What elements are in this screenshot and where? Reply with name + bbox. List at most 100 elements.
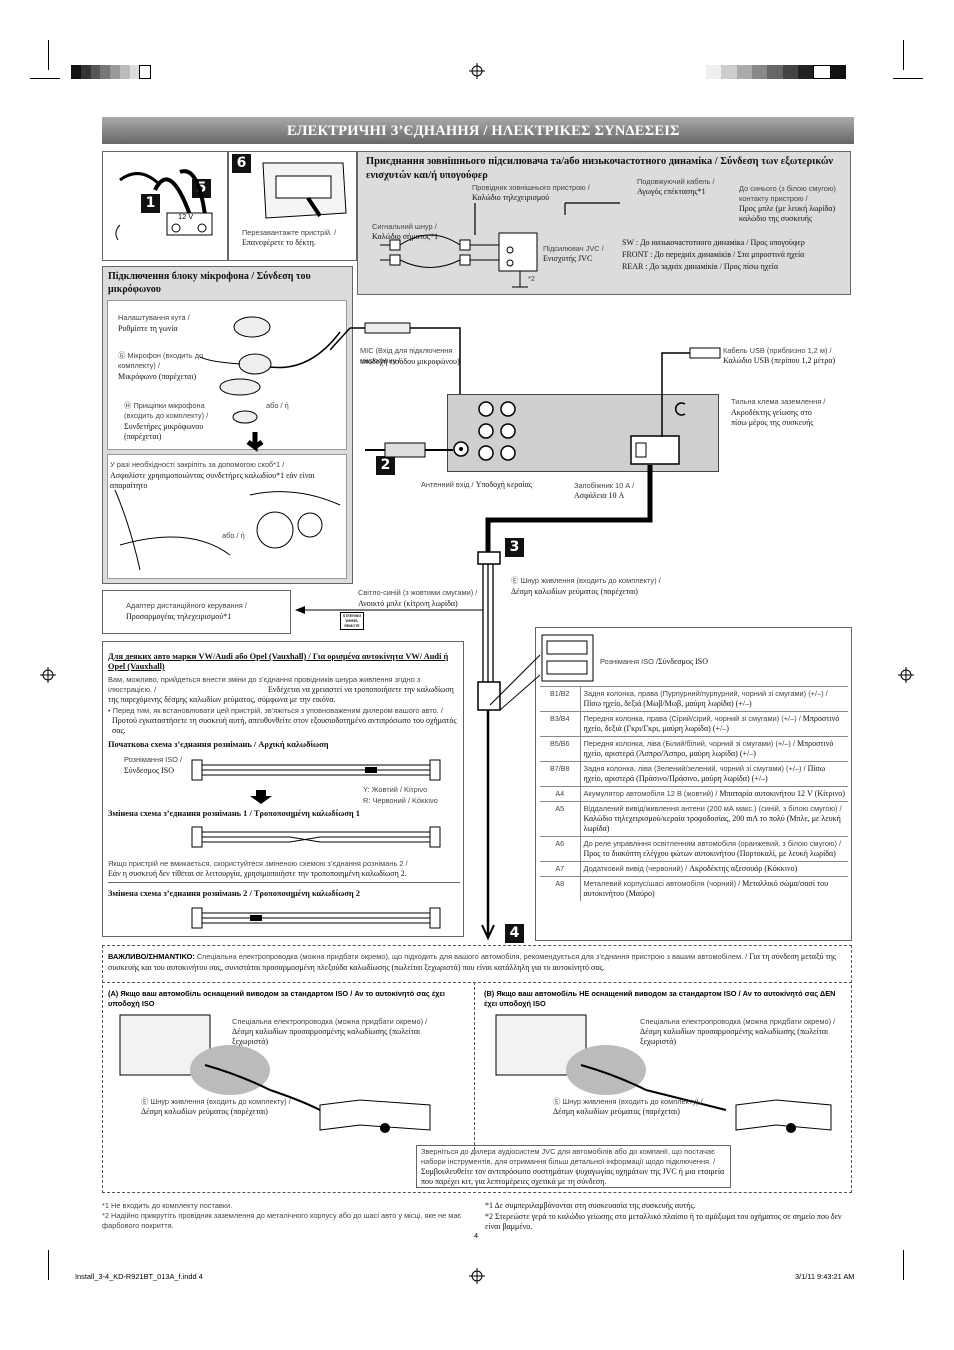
amp-signal-ua: Сигнальний шнур / (372, 222, 437, 231)
registration-bar-right (706, 65, 846, 79)
footnote-ua-2: *2 Надійно прикрутіть провідник заземлен… (102, 1211, 462, 1230)
iso-pin: A6 (540, 836, 581, 862)
vw-p3-gr: Εάν η συσκευή δεν τίθεται σε λειτουργία,… (108, 869, 407, 878)
iso-desc-gr: Μπροστινό ηχείο, αριστερά (Άσπρο/Άσπρο, … (583, 739, 834, 758)
down-arrow-icon (250, 790, 272, 804)
important-gr: Για τη σύνδεση μεταξύ της συσκευής και τ… (108, 952, 837, 972)
mic-input-ua: MIC (Вхід для підключення мікрофону / (360, 346, 453, 365)
vw-panel (102, 641, 464, 937)
amp-blue-gr: Προς μπλε (με λευκή λωρίδα) καλώδιο της … (739, 204, 836, 223)
iso-desc-gr: Μεταλλικό σώμα/σασί του αυτοκινήτου (Μαύ… (583, 879, 829, 898)
power-harness-line (477, 465, 653, 940)
amp-remote-gr: Καλώδιο τηλεχειρισμού (472, 193, 550, 202)
vw-iso-gr: Σύνδεσμος ISO (124, 766, 175, 775)
vw-p1-ua: Вам, можливо, прийдеться внести зміни до… (108, 675, 421, 694)
amp-rear: REAR : До задніх динаміків / Προς πίσω η… (622, 262, 779, 271)
iso-label-gr: Σύνδεσμος ISO (658, 657, 709, 666)
iso-desc-ua: Віддалений вивід/живлення антени (200 мА… (583, 804, 842, 813)
iso-desc-ua: Додатковий вивід (червоний) / (583, 864, 688, 873)
dealer-gr: Συμβουλευθείτε τον αντιπρόσωπο συστημάτω… (421, 1167, 725, 1186)
mic-plug-icon (330, 322, 461, 410)
iso-pin: B3/B4 (540, 711, 581, 737)
iso-desc-gr: Καλώδιο τηλεχειρισμού/κεραία τροφοδοσίας… (583, 814, 841, 833)
iso-desc-gr: Ακροδέκτης αξεσουάρ (Κόκκινο) (689, 864, 798, 873)
mic-or-1: або / ή (266, 401, 289, 410)
iso-desc-ua: Передня колонка, ліва (Білий/білий, чорн… (583, 739, 795, 748)
step-1: 1 (141, 194, 160, 213)
crop-mark (30, 78, 60, 79)
vw-wiring-mod1 (191, 826, 441, 848)
iso-label-ua: Рознімання ISO / (600, 657, 658, 666)
mic-install-box (107, 454, 347, 579)
iso-desc-gr: Μπροστινό ηχείο, δεξιά (Γκρι/Γκρι, μαύρη… (583, 714, 840, 733)
dashboard-install-icon (114, 489, 341, 571)
mic-unit-ua: Ⓖ Мікрофон (входить до комплекту) / (118, 351, 204, 370)
iso-pin: A5 (540, 801, 581, 837)
case-a-illustration (119, 1014, 431, 1133)
steering-remote-box (102, 590, 291, 634)
step-6: 6 (232, 154, 251, 173)
case-a-cord-gr: Δέσμη καλωδίων ρεύματος (παρέχεται) (141, 1107, 268, 1116)
footnote-ua-1: *1 Не входить до комплекту поставки. (102, 1201, 233, 1210)
reset-panel (228, 151, 357, 261)
crop-mark (903, 1250, 904, 1280)
iso-desc-gr: Πίσω ηχείο, αριστερά (Πράσινο/Πράσινο, μ… (583, 764, 826, 783)
usb-gr: Καλώδιο USB (περίπου 1,2 μέτρα) (723, 356, 836, 365)
page-number: 4 (474, 1231, 479, 1240)
antenna-gr: Υποδοχή κεραίας (475, 480, 532, 489)
power-cord-gr: Δέσμη καλωδίων ρεύματος (παρέχεται) (511, 587, 638, 596)
important-ua: Спеціальна електропроводка (можна придба… (196, 952, 748, 961)
footnote-gr-1: *1 Δε συμπεριλαμβάνονται στη συσκευασία … (485, 1201, 696, 1210)
iso-panel (535, 627, 852, 941)
dealer-note-box (416, 1145, 731, 1188)
mic-clip-ua: Ⓗ Прищіпки мікрофона (входить до комплек… (124, 401, 209, 420)
vw-p2-gr: Προτού εγκαταστήσετε τη συσκευή αυτή, απ… (112, 716, 457, 735)
steering-gr: Προσαρμογέας τηλεχειρισμού*1 (126, 612, 232, 621)
reset-label-gr: Επανεφέρετε το δέκτη. (242, 238, 316, 247)
iso-description: Віддалений вивід/живлення антени (200 мА… (580, 801, 848, 837)
usb-ua: Кабель USB (приблизно 1,2 м) / (723, 346, 832, 355)
battery-panel (102, 151, 228, 261)
case-b-cord-gr: Δέσμη καλωδίων ρεύματος (παρέχεται) (553, 1107, 680, 1116)
amp-signal-gr: Καλώδιο σήματος*1 (372, 232, 439, 241)
amp-blue-ua: До синього (з білою смугою) контакту при… (739, 184, 836, 203)
iso-description: До реле управління освітленням автомобіл… (580, 836, 848, 862)
mic-angle-ua: Налаштування кута / (118, 313, 190, 322)
mic-input-gr: υποδοχή εισόδου μικροφώνου) (360, 357, 460, 366)
mic-clip-gr: Συνδετήρες μικρόφωνου (παρέχεται) (124, 422, 204, 441)
steering-wire-gr: Ανοικτό μπλε (κίτρινη λωρίδα) (358, 599, 458, 608)
antenna-jack-icon (453, 441, 469, 457)
iso-description: Акумулятор автомобіля 12 В (жовтий) / Μπ… (580, 786, 848, 802)
mic-angle-gr: Ρυθμίστε τη γωνία (118, 324, 178, 333)
section-header: ЕЛЕКТРИЧНІ З’ЄДНАННЯ / ΗΛΕΚΤΡΙΚΕΣ ΣΥΝΔΕΣ… (102, 117, 854, 144)
case-b-harness-ua: Спеціальна електропроводка (можна придба… (640, 1017, 836, 1026)
vw-h3: Змінена схема з’єднання рознімань 2 / Τρ… (108, 889, 360, 898)
iso-desc-ua: До реле управління освітленням автомобіл… (583, 839, 842, 848)
iso-description: Передня колонка, ліва (Білий/білий, чорн… (580, 736, 848, 762)
important-lead: ВАЖЛИВО/ΣΗΜΑΝΤΙΚΟ: (108, 952, 195, 961)
power-cord-ua: Ⓔ Шнур живлення (входить до комплекту) / (511, 576, 661, 585)
registration-target-icon (40, 667, 56, 683)
amp-ext-ua: Подовжуючий кабель / (637, 177, 715, 186)
crop-mark (903, 40, 904, 70)
iso-pin: B5/B6 (540, 736, 581, 762)
iso-desc-ua: Акумулятор автомобіля 12 В (жовтий) / (583, 789, 718, 798)
mic-staple-ua: У разі необхідності закріпіть за допомог… (110, 460, 285, 469)
iso-description: Задня колонка, ліва (Зелений/зелений, чо… (580, 761, 848, 787)
dealer-ua: Зверніться до дилера аудіосистем JVC для… (421, 1147, 716, 1166)
iso-description: Передня колонка, права (Сірий/сірий, чор… (580, 711, 848, 737)
registration-target-icon (469, 1268, 485, 1284)
vw-p2-ua: • Перед тим, як встановлювати цей пристр… (108, 706, 443, 715)
dealer-note: Зверніться до дилера аудіосистем JVC для… (421, 1147, 727, 1187)
vw-r: R: Червоний / Κόκκινο (363, 796, 438, 805)
iso-pin: B7/B8 (540, 761, 581, 787)
step-2: 2 (376, 456, 395, 475)
vw-h1: Початкова схема з’єднання рознімань / Αρ… (108, 740, 329, 749)
case-b-harness-gr: Δέσμη καλωδίων προσαρμοσμένης καλωδίωσης… (640, 1027, 829, 1046)
amp-remote-ua: Провідник зовнішнього пристрою / (472, 183, 590, 192)
